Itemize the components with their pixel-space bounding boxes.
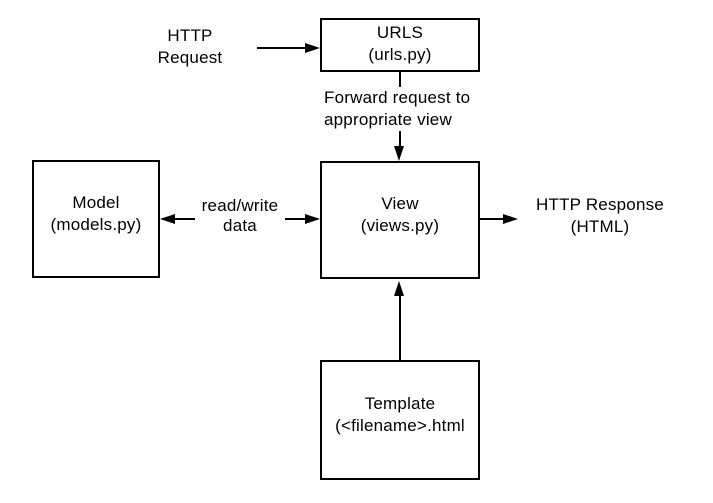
http-response-label-line2: (HTML) (570, 217, 630, 236)
model-box: Model (models.py) (32, 160, 160, 278)
template-box-subtitle: (<filename>.html (335, 416, 465, 435)
arrow-model-view-head-right (305, 214, 320, 224)
arrow-request-to-urls-head (305, 43, 320, 53)
http-response-label-line1: HTTP Response (536, 195, 664, 214)
view-box-subtitle: (views.py) (360, 216, 440, 235)
read-write-data-label-line2: data (223, 216, 257, 235)
arrow-template-to-view-head (394, 281, 404, 296)
http-request-label: HTTP Request (150, 25, 230, 69)
template-box-title: Template (364, 394, 436, 413)
read-write-data-label: read/write data (195, 196, 285, 236)
model-box-title: Model (72, 193, 120, 212)
arrow-urls-to-view-head (394, 146, 404, 161)
urls-box-title: URLS (376, 23, 424, 42)
urls-box-subtitle: (urls.py) (368, 45, 432, 64)
http-response-label: HTTP Response (HTML) (525, 194, 675, 238)
http-request-label-line1: HTTP (167, 26, 213, 45)
model-box-subtitle: (models.py) (50, 215, 142, 234)
view-box: View (views.py) (320, 161, 480, 279)
forward-request-label: Forward request to appropriate view (324, 87, 471, 131)
read-write-data-label-line1: read/write (201, 196, 279, 215)
view-box-title: View (381, 194, 419, 213)
arrow-view-to-response-shaft (480, 218, 504, 220)
forward-request-label-line2: appropriate view (324, 110, 452, 129)
http-request-label-line2: Request (157, 48, 223, 67)
template-box: Template (<filename>.html (320, 360, 480, 480)
arrow-request-to-urls-shaft (257, 47, 305, 49)
arrow-template-to-view-shaft (399, 295, 401, 360)
arrow-model-view-head-left (160, 214, 175, 224)
urls-box: URLS (urls.py) (320, 18, 480, 72)
forward-request-label-line1: Forward request to (324, 88, 471, 107)
arrow-view-to-response-head (503, 214, 518, 224)
